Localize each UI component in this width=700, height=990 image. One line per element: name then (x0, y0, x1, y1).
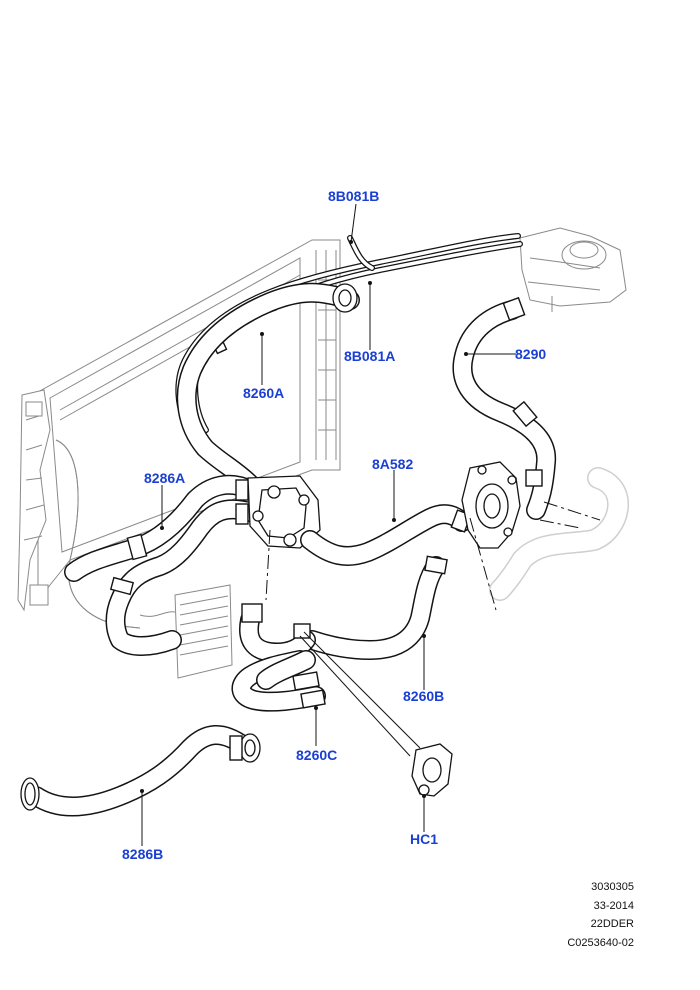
illustration-reference-block: 3030305 33-2014 22DDER C0253640-02 (524, 878, 634, 952)
expansion-tank (519, 227, 627, 312)
callout-8290[interactable]: 8290 (515, 346, 547, 362)
reference-line-1: 3030305 (591, 881, 634, 893)
leader-lines (140, 203, 516, 846)
radiator-left-tank (17, 389, 51, 612)
callout-8B081A[interactable]: 8B081A (344, 348, 396, 364)
hose-8290 (452, 296, 557, 520)
reference-line-3: 22DDER (590, 918, 634, 930)
reference-line-4: C0253640-02 (567, 936, 634, 949)
oil-cooler (139, 584, 233, 679)
hose-8260B (302, 555, 448, 660)
ghost-return-hose (489, 467, 630, 601)
callout-8286A[interactable]: 8286A (144, 470, 186, 486)
callout-HC1[interactable]: HC1 (410, 831, 439, 847)
reference-line-2: 33-2014 (593, 899, 634, 912)
hose-8A582 (300, 504, 472, 566)
callout-8260C[interactable]: 8260C (296, 747, 338, 763)
callout-8286B[interactable]: 8286B (122, 846, 164, 862)
hose-8260C (231, 603, 326, 712)
callout-8260B[interactable]: 8260B (403, 688, 445, 704)
callout-8B081B[interactable]: 8B081B (328, 188, 380, 204)
coolant-outlet-housing (461, 461, 521, 549)
hose-connector-HC1 (411, 743, 453, 797)
assembly-lines (265, 501, 601, 757)
hose-8260A (176, 282, 360, 494)
callout-8260A[interactable]: 8260A (243, 385, 285, 401)
hose-8286B (20, 724, 261, 817)
hose-8286A (64, 474, 260, 656)
callout-8A582[interactable]: 8A582 (372, 456, 414, 472)
